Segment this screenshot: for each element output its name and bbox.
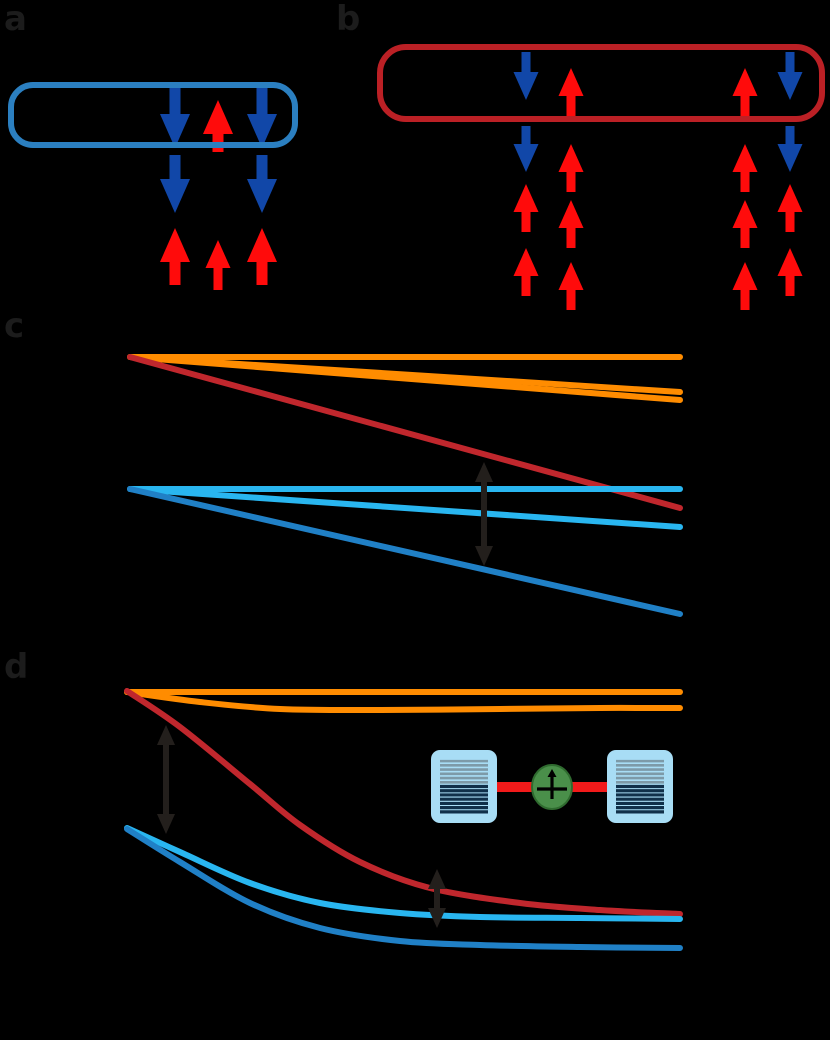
spin-arrow-head bbox=[247, 114, 277, 148]
spin-arrow-head bbox=[160, 114, 190, 148]
series-line-cyan-sloped bbox=[127, 486, 683, 530]
panel-a bbox=[8, 82, 298, 290]
panel-c-annotations bbox=[475, 462, 493, 566]
quantum-dot-spin-arrow-head bbox=[547, 769, 557, 777]
panel-b bbox=[377, 44, 825, 310]
spin-arrow-up bbox=[247, 228, 277, 285]
spin-arrow-up bbox=[558, 68, 584, 116]
spin-arrow-head bbox=[777, 248, 803, 276]
spin-arrow-head bbox=[558, 200, 584, 228]
series-line-dark-red-steep bbox=[127, 354, 683, 511]
spin-arrow-head bbox=[777, 72, 803, 100]
panel-c-series-lines bbox=[127, 354, 683, 617]
spin-arrow-head bbox=[513, 248, 539, 276]
spin-arrow-up bbox=[558, 200, 584, 248]
spin-arrow-head bbox=[205, 240, 231, 268]
spin-arrow-head bbox=[732, 262, 758, 290]
spin-arrow-down bbox=[247, 85, 277, 148]
quantum-dot bbox=[531, 764, 573, 810]
spin-arrow-head bbox=[777, 144, 803, 172]
spin-arrow-head bbox=[513, 144, 539, 172]
spin-arrow-up bbox=[732, 144, 758, 192]
spin-arrow-down bbox=[777, 52, 803, 100]
panel-d-energy-level-plot bbox=[124, 688, 683, 951]
double-arrow-head-bottom bbox=[157, 814, 175, 834]
double-headed-arrow bbox=[428, 869, 446, 928]
series-line-cyan-curve bbox=[124, 825, 683, 922]
spin-arrow-head bbox=[558, 144, 584, 172]
spin-arrow-up bbox=[513, 248, 539, 296]
spin-arrow-up bbox=[732, 68, 758, 116]
spin-arrow-up bbox=[513, 184, 539, 232]
spin-arrow-down bbox=[247, 155, 277, 213]
spin-arrow-head bbox=[732, 200, 758, 228]
spin-arrow-down bbox=[160, 85, 190, 148]
series-line-steel-blue-curve bbox=[124, 826, 683, 951]
spin-arrow-up bbox=[558, 262, 584, 310]
panel-label-c: c bbox=[4, 306, 24, 346]
panel-a-spin-arrows bbox=[160, 85, 277, 290]
electrode-left bbox=[431, 750, 497, 823]
spin-arrow-head bbox=[160, 179, 190, 213]
panel-d-series-lines bbox=[124, 688, 683, 951]
panel-label-a: a bbox=[4, 0, 27, 39]
spin-arrow-head bbox=[732, 68, 758, 96]
spin-arrow-up bbox=[732, 200, 758, 248]
spin-arrow-up bbox=[558, 144, 584, 192]
double-headed-arrow bbox=[157, 725, 175, 834]
spin-arrow-head bbox=[777, 184, 803, 212]
panel-d-annotations bbox=[157, 725, 446, 928]
spin-arrow-up bbox=[777, 184, 803, 232]
spin-arrow-up bbox=[777, 248, 803, 296]
panel-c-energy-level-plot bbox=[127, 354, 683, 617]
molecule-boundary-box-b bbox=[377, 44, 825, 122]
spin-arrow-head bbox=[160, 228, 190, 262]
molecular-junction-inset bbox=[431, 750, 673, 823]
electrode-right bbox=[607, 750, 673, 823]
series-line-steel-blue-steep bbox=[127, 486, 683, 617]
spin-arrow-head bbox=[558, 68, 584, 96]
spin-arrow-down bbox=[160, 155, 190, 213]
double-arrow-head-top bbox=[475, 462, 493, 482]
molecule-boundary-box-a bbox=[8, 82, 298, 148]
series-line-orange-sloped-lower bbox=[127, 354, 683, 403]
series-line-orange-curved-lower bbox=[124, 689, 683, 714]
double-arrow-head-bottom bbox=[428, 908, 446, 928]
spin-arrow-down bbox=[513, 126, 539, 172]
spin-arrow-head bbox=[513, 72, 539, 100]
panel-b-spin-arrows bbox=[513, 52, 803, 310]
spin-arrow-head bbox=[203, 100, 233, 134]
spin-arrow-up bbox=[205, 240, 231, 290]
double-headed-arrow bbox=[475, 462, 493, 566]
spin-arrow-down bbox=[513, 52, 539, 100]
panel-label-d: d bbox=[4, 647, 28, 687]
double-arrow-head-top bbox=[157, 725, 175, 745]
spin-arrow-head bbox=[247, 228, 277, 262]
series-line-dark-red-curve bbox=[124, 688, 683, 917]
panel-label-b: b bbox=[336, 0, 360, 39]
spin-arrow-down bbox=[777, 126, 803, 172]
spin-arrow-up bbox=[732, 262, 758, 310]
double-arrow-head-bottom bbox=[475, 546, 493, 566]
spin-arrow-head bbox=[247, 179, 277, 213]
spin-arrow-head bbox=[732, 144, 758, 172]
spin-arrow-head bbox=[513, 184, 539, 212]
spin-arrow-head bbox=[558, 262, 584, 290]
double-arrow-head-top bbox=[428, 869, 446, 889]
spin-arrow-up bbox=[160, 228, 190, 285]
inset-electrodes bbox=[431, 750, 673, 823]
